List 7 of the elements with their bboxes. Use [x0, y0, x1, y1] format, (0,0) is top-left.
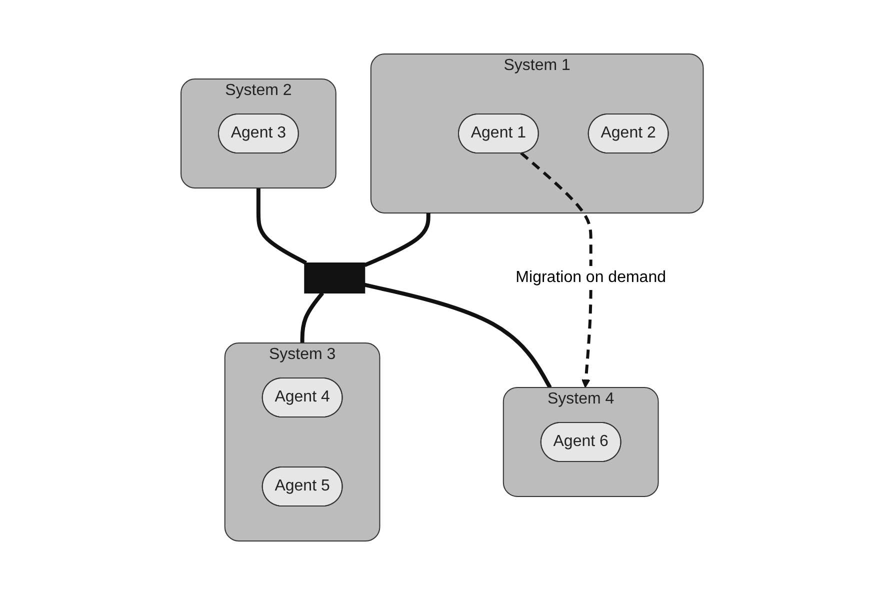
connector [300, 292, 324, 343]
node-bar [304, 262, 366, 294]
arrow [520, 152, 593, 388]
connector [364, 213, 431, 268]
connector [364, 282, 552, 388]
connector [256, 188, 308, 265]
edge-label: Migration on demand [516, 268, 666, 286]
